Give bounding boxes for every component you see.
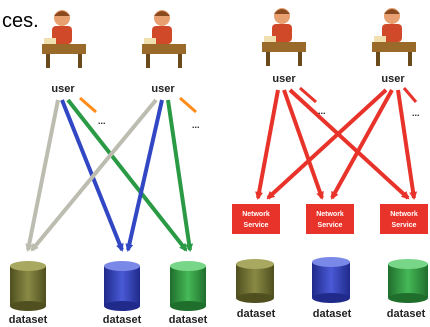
arrow bbox=[79, 96, 97, 114]
dataset-label: dataset bbox=[313, 308, 352, 320]
dataset-label: dataset bbox=[237, 308, 276, 320]
user-label: user bbox=[272, 73, 296, 85]
service-label: Network bbox=[316, 211, 344, 218]
dataset-label: dataset bbox=[9, 314, 48, 326]
user-figure-icon bbox=[372, 8, 416, 66]
arrow bbox=[66, 98, 188, 252]
network-service-box: Network Service bbox=[232, 204, 280, 234]
caption-fragment: ces. bbox=[2, 10, 39, 32]
dataset-cylinder-icon bbox=[170, 261, 206, 311]
arrow bbox=[125, 99, 164, 252]
arrow bbox=[282, 89, 324, 200]
dataset-label: dataset bbox=[169, 314, 208, 326]
more-users-ellipsis: ... bbox=[412, 108, 420, 118]
arrow bbox=[255, 89, 280, 200]
arrow bbox=[25, 99, 60, 252]
more-users-ellipsis: ... bbox=[192, 120, 200, 130]
service-label: Network bbox=[242, 211, 270, 218]
dataset-label: dataset bbox=[387, 308, 426, 320]
arrow bbox=[166, 99, 194, 252]
service-label: Network bbox=[390, 211, 418, 218]
dataset-label: dataset bbox=[103, 314, 142, 326]
arrow bbox=[396, 89, 418, 200]
service-label: Service bbox=[392, 222, 417, 229]
arrow bbox=[30, 98, 158, 252]
network-service-box: Network Service bbox=[380, 204, 428, 234]
service-label: Service bbox=[244, 222, 269, 229]
arrow bbox=[266, 88, 388, 200]
dataset-cylinder-icon bbox=[10, 261, 46, 311]
user-label: user bbox=[151, 83, 175, 95]
dataset-cylinder-icon bbox=[312, 257, 350, 303]
more-users-ellipsis: ... bbox=[98, 116, 106, 126]
arrow bbox=[288, 88, 410, 200]
user-label: user bbox=[381, 73, 405, 85]
arrow bbox=[179, 96, 197, 114]
dataset-cylinder-icon bbox=[236, 259, 274, 303]
user-figure-icon bbox=[262, 8, 306, 66]
service-label: Service bbox=[318, 222, 343, 229]
dataset-cylinder-icon bbox=[388, 259, 428, 303]
user-figure-icon bbox=[142, 10, 186, 68]
user-label: user bbox=[51, 83, 75, 95]
arrow bbox=[330, 89, 394, 200]
dataset-cylinder-icon bbox=[104, 261, 140, 311]
network-service-box: Network Service bbox=[306, 204, 354, 234]
arrow bbox=[402, 87, 418, 103]
user-figure-icon bbox=[42, 10, 86, 68]
more-users-ellipsis: ... bbox=[318, 106, 326, 116]
arrow bbox=[299, 86, 317, 104]
